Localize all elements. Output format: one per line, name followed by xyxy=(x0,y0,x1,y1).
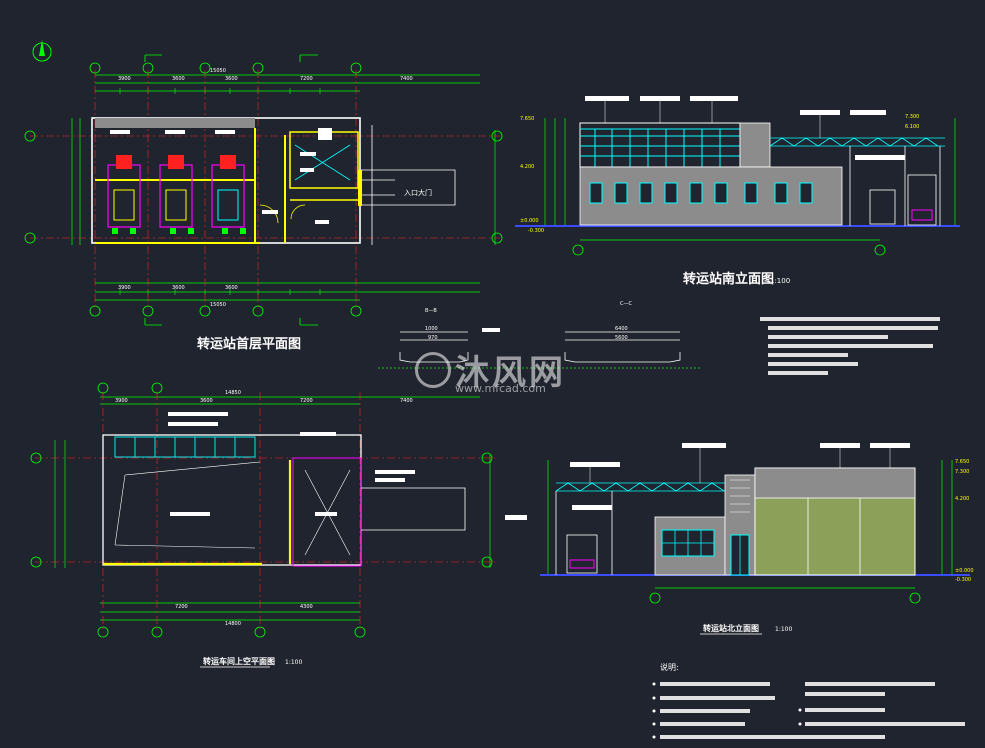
svg-text:-0.300: -0.300 xyxy=(955,577,971,583)
svg-text:970: 970 xyxy=(428,335,438,341)
svg-text:14850: 14850 xyxy=(225,390,241,396)
notes-heading: 说明: xyxy=(660,662,679,672)
north-elevation-title: 转运站北立面图 xyxy=(703,623,759,633)
svg-text:7.650: 7.650 xyxy=(520,116,534,122)
watermark-logo-icon xyxy=(415,352,451,388)
notes-block-bottom xyxy=(660,682,965,739)
svg-text:4.200: 4.200 xyxy=(955,496,969,502)
svg-text:5600: 5600 xyxy=(615,335,628,341)
svg-text:3900: 3900 xyxy=(118,285,131,291)
svg-text:3600: 3600 xyxy=(200,398,213,404)
south-elevation: 7.650 4.200 ±0.000 -0.300 7.300 6.100 xyxy=(515,96,960,256)
notes-block-right xyxy=(760,317,940,375)
unloading-floor-plan-title: 转运车间上空平面图 xyxy=(203,656,275,666)
svg-text:6.100: 6.100 xyxy=(905,124,919,130)
south-elevation-scale: 1:100 xyxy=(770,277,790,285)
svg-text:3900: 3900 xyxy=(118,76,131,82)
svg-text:3600: 3600 xyxy=(225,285,238,291)
svg-text:±0.000: ±0.000 xyxy=(955,568,974,574)
svg-text:7200: 7200 xyxy=(300,398,313,404)
svg-text:7.650: 7.650 xyxy=(955,459,969,465)
svg-text:15050: 15050 xyxy=(210,302,226,308)
svg-text:3900: 3900 xyxy=(115,398,128,404)
ground-floor-plan-title: 转运站首层平面图 xyxy=(197,337,302,352)
svg-text:B—B: B—B xyxy=(425,308,437,314)
svg-text:3600: 3600 xyxy=(172,76,185,82)
svg-text:7.300: 7.300 xyxy=(955,469,969,475)
unloading-floor-plan: 3900 3600 7200 7400 14850 7200 4300 14800 xyxy=(30,382,495,638)
svg-text:4300: 4300 xyxy=(300,604,313,610)
svg-text:6400: 6400 xyxy=(615,326,628,332)
svg-text:15050: 15050 xyxy=(210,68,226,74)
unloading-floor-plan-scale: 1:100 xyxy=(285,659,302,666)
watermark-brand: 沐风网 xyxy=(455,353,566,393)
svg-text:7200: 7200 xyxy=(300,76,313,82)
svg-text:C—C: C—C xyxy=(620,301,632,307)
south-elevation-title: 转运站南立面图 xyxy=(683,271,774,287)
svg-text:7.300: 7.300 xyxy=(905,114,919,120)
svg-text:3600: 3600 xyxy=(225,76,238,82)
north-elevation-scale: 1:100 xyxy=(775,626,792,633)
svg-text:7200: 7200 xyxy=(175,604,188,610)
svg-text:4.200: 4.200 xyxy=(520,164,534,170)
svg-text:1000: 1000 xyxy=(425,326,438,332)
svg-text:7400: 7400 xyxy=(400,76,413,82)
svg-text:14800: 14800 xyxy=(225,621,241,627)
section-details: 1000 970 6400 5600 B—B C—C xyxy=(378,301,700,369)
svg-text:7400: 7400 xyxy=(400,398,413,404)
watermark-url: www.mfcad.com xyxy=(455,382,546,395)
north-arrow-icon xyxy=(32,40,52,62)
svg-text:±0.000: ±0.000 xyxy=(520,218,539,224)
svg-text:-0.300: -0.300 xyxy=(528,228,544,234)
north-elevation: 7.650 7.300 4.200 ±0.000 -0.300 xyxy=(505,443,974,604)
entrance-gate-label: 入口大门 xyxy=(404,189,432,197)
svg-text:3600: 3600 xyxy=(172,285,185,291)
